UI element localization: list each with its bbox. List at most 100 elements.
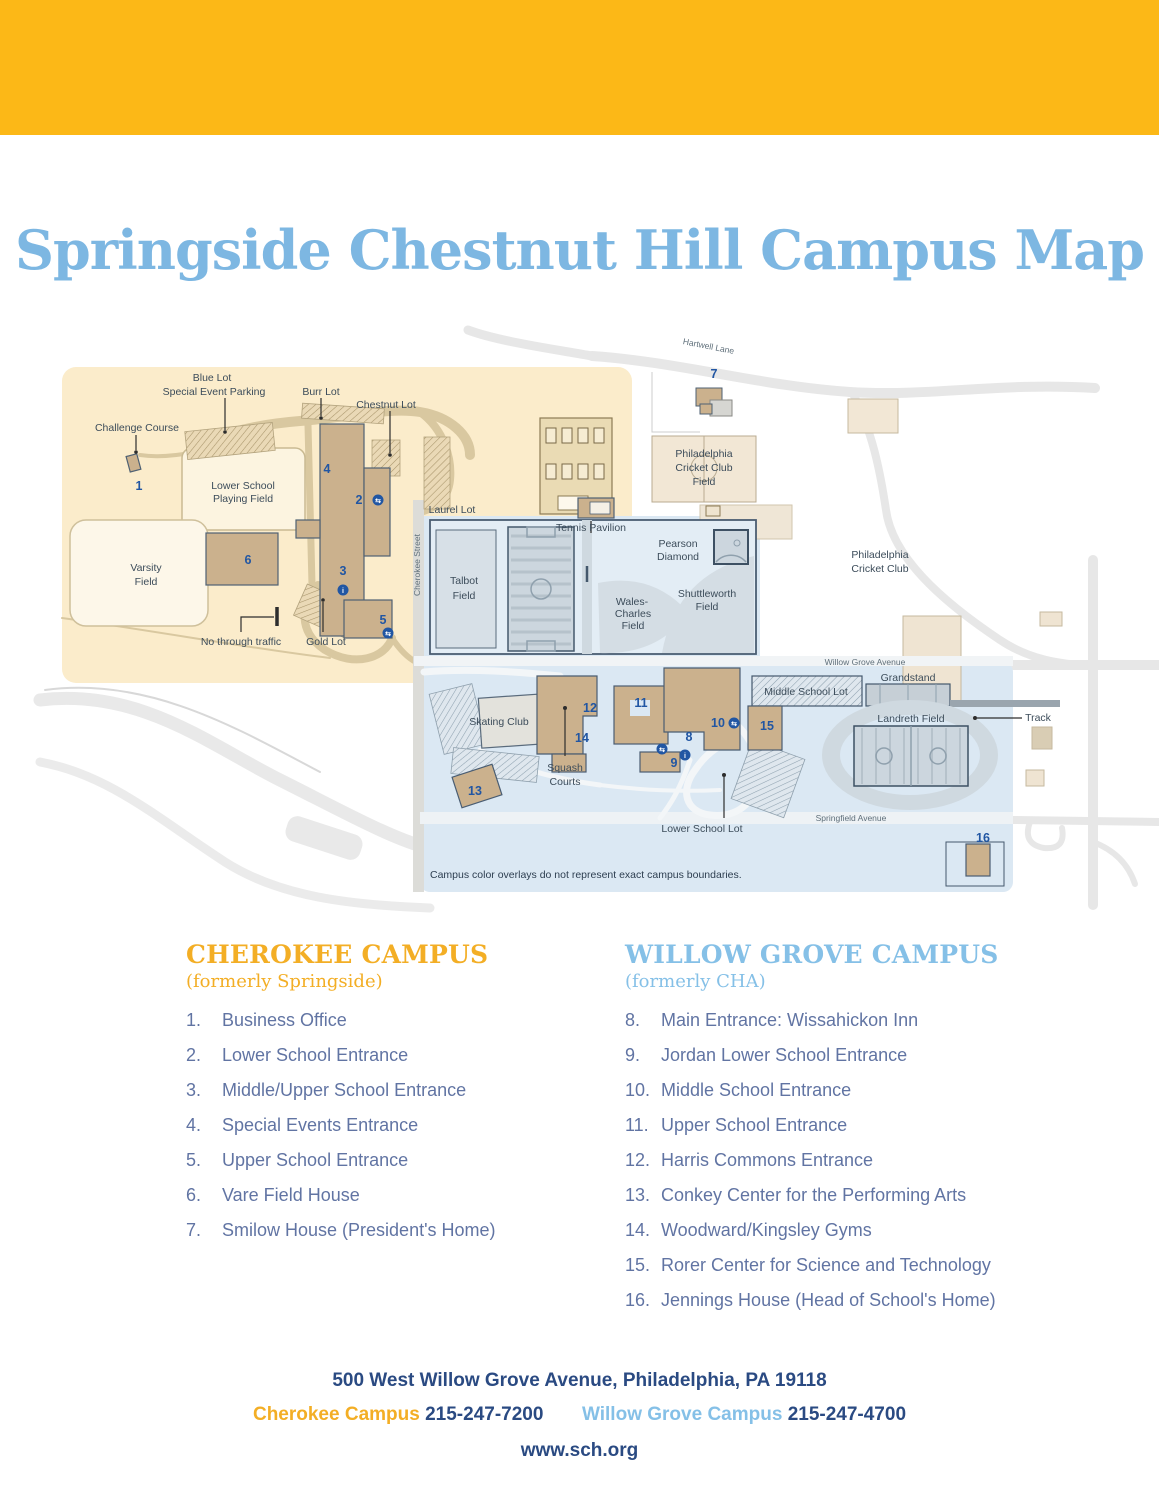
item-number: 2.: [186, 1045, 202, 1065]
willow-grove-legend: WILLOW GROVE CAMPUS (formerly CHA) 8.Mai…: [625, 940, 1055, 1325]
jennings-house-building: [965, 843, 991, 877]
list-item: 3.Middle/Upper School Entrance: [186, 1080, 616, 1101]
marker-16: 16: [976, 831, 990, 845]
item-label: Jennings House (Head of School's Home): [661, 1290, 996, 1310]
east-building-2: [1025, 769, 1045, 787]
shuttleworth-label: Shuttleworth: [678, 588, 737, 600]
list-item: 7.Smilow House (President's Home): [186, 1220, 616, 1241]
item-number: 6.: [186, 1185, 202, 1205]
item-label: Conkey Center for the Performing Arts: [661, 1185, 967, 1205]
item-label: Special Events Entrance: [222, 1115, 419, 1135]
conkey-center-building: [451, 763, 503, 809]
dropoff-loop-icon: ⇆: [382, 627, 394, 639]
center-path: [582, 520, 592, 654]
squash-courts-label-2: Courts: [550, 776, 581, 788]
willow-grove-avenue-road: [414, 656, 1013, 666]
marker-13: 13: [468, 784, 482, 798]
landreth-field-label: Landreth Field: [877, 713, 944, 725]
soccer-field: [507, 526, 575, 652]
item-number: 15.: [625, 1255, 651, 1275]
pearson-diamond-label-2: Diamond: [657, 551, 699, 563]
item-number: 8.: [625, 1010, 641, 1030]
challenge-course-structure: [125, 452, 142, 473]
tennis-pavilion-building: [577, 497, 615, 519]
svg-text:⇆: ⇆: [659, 746, 665, 754]
vare-field-house-building: [205, 532, 279, 586]
footer-website: www.sch.org: [520, 1440, 639, 1461]
springfield-ave-label: Springfield Avenue: [816, 813, 887, 823]
item-label: Middle/Upper School Entrance: [222, 1080, 467, 1100]
willow-legend-title: WILLOW GROVE CAMPUS: [625, 940, 999, 969]
laurel-lot-label: Laurel Lot: [429, 504, 476, 516]
svg-text:⇆: ⇆: [731, 720, 737, 728]
list-item: 12.Harris Commons Entrance: [625, 1150, 1055, 1171]
fields-compound: [429, 505, 757, 655]
building-courtyard: [630, 700, 650, 716]
list-item: 11.Upper School Entrance: [625, 1115, 1055, 1136]
lower-school-field-label-2: Playing Field: [213, 493, 273, 505]
list-item: 2. Lower School Entrance: [186, 1045, 616, 1066]
middle-school-lot: [751, 675, 863, 707]
wales-charles-field: [598, 580, 688, 654]
talbot-field-label-2: Field: [453, 590, 476, 602]
list-item: 9.Jordan Lower School Entrance: [625, 1045, 1055, 1066]
rorer-center-building: [747, 705, 783, 751]
gold-lot-label: Gold Lot: [306, 636, 346, 648]
smilow-house-building: [651, 372, 733, 433]
list-item: 10. Middle School Entrance: [625, 1080, 1055, 1101]
east-building-1: [1031, 726, 1053, 750]
footer-address: 500 West Willow Grove Avenue, Philadelph…: [332, 1370, 827, 1391]
item-number: 10.: [625, 1080, 651, 1100]
marker-2: 2: [356, 493, 363, 507]
grandstand-label: Grandstand: [881, 672, 936, 684]
info-icon: i: [679, 749, 691, 761]
jennings-house-yard: [945, 841, 1005, 887]
pcc-label: Philadelphia: [851, 549, 908, 561]
marker-10: 10: [711, 716, 725, 730]
list-item: 15.Rorer Center for Science and Technolo…: [625, 1255, 1055, 1276]
cherokee-campus-label: Cherokee Campus: [252, 1404, 420, 1425]
tennis-pavilion-label: Tennis Pavilion: [556, 522, 626, 534]
footer-phones: Cherokee Campus 215-247-7200 Willow Grov…: [0, 1404, 1159, 1426]
marker-12: 12: [583, 701, 597, 715]
item-label: Jordan Lower School Entrance: [661, 1045, 908, 1065]
item-label: Business Office: [222, 1010, 347, 1030]
marker-4: 4: [324, 462, 331, 476]
item-label: Upper School Entrance: [661, 1115, 848, 1135]
dropoff-loop-icon: ⇆: [728, 717, 740, 729]
pcc-field-label-2: Cricket Club: [675, 462, 732, 474]
list-item: 16. Jennings House (Head of School's Home…: [625, 1290, 1055, 1311]
item-number: 12.: [625, 1150, 651, 1170]
no-through-traffic-label: No through traffic: [201, 636, 281, 648]
list-item: 5.Upper School Entrance: [186, 1150, 616, 1171]
item-number: 16.: [625, 1290, 651, 1310]
pearson-diamond-label: Pearson: [658, 538, 697, 550]
cherokee-legend: CHEROKEE CAMPUS (formerly Springside) 1.…: [186, 940, 616, 1255]
wissahickon-inn-building: [663, 667, 741, 751]
cherokee-east-wing: [363, 467, 391, 557]
item-label: Middle School Entrance: [661, 1080, 852, 1100]
gyms-annex: [551, 753, 587, 773]
map-icons: ⇆ i ⇆ ⇆ ⇆ i: [337, 494, 740, 761]
field-outbuilding: [705, 505, 721, 517]
map-disclaimer: Campus color overlays do not represent e…: [430, 869, 742, 881]
skating-club-label: Skating Club: [469, 716, 529, 728]
landreth-track: [822, 683, 1060, 810]
cherokee-phone: 215-247-7200: [425, 1404, 544, 1425]
item-number: 13.: [625, 1185, 651, 1205]
item-label: Lower School Entrance: [222, 1045, 409, 1065]
willow-buildings: [451, 667, 991, 877]
item-label: Main Entrance: Wissahickon Inn: [661, 1010, 919, 1030]
leader-lines: [134, 398, 1022, 818]
list-item: 8. Main Entrance: Wissahickon Inn: [625, 1010, 1055, 1031]
dropoff-loop-icon: ⇆: [656, 743, 668, 755]
shuttleworth-label-2: Field: [696, 601, 719, 613]
list-item: 13. Conkey Center for the Performing Arts: [625, 1185, 1055, 1206]
pearson-diamond: [713, 529, 749, 565]
lower-school-field-label: Lower School: [211, 480, 275, 492]
item-label: Smilow House (President's Home): [222, 1220, 496, 1240]
info-icon: i: [337, 584, 349, 596]
middle-school-lot-label: Middle School Lot: [764, 686, 848, 698]
cherokee-legend-list: 1.Business Office 2.Lower School Entranc…: [186, 1010, 616, 1241]
dropoff-loop-icon: ⇆: [372, 494, 384, 506]
